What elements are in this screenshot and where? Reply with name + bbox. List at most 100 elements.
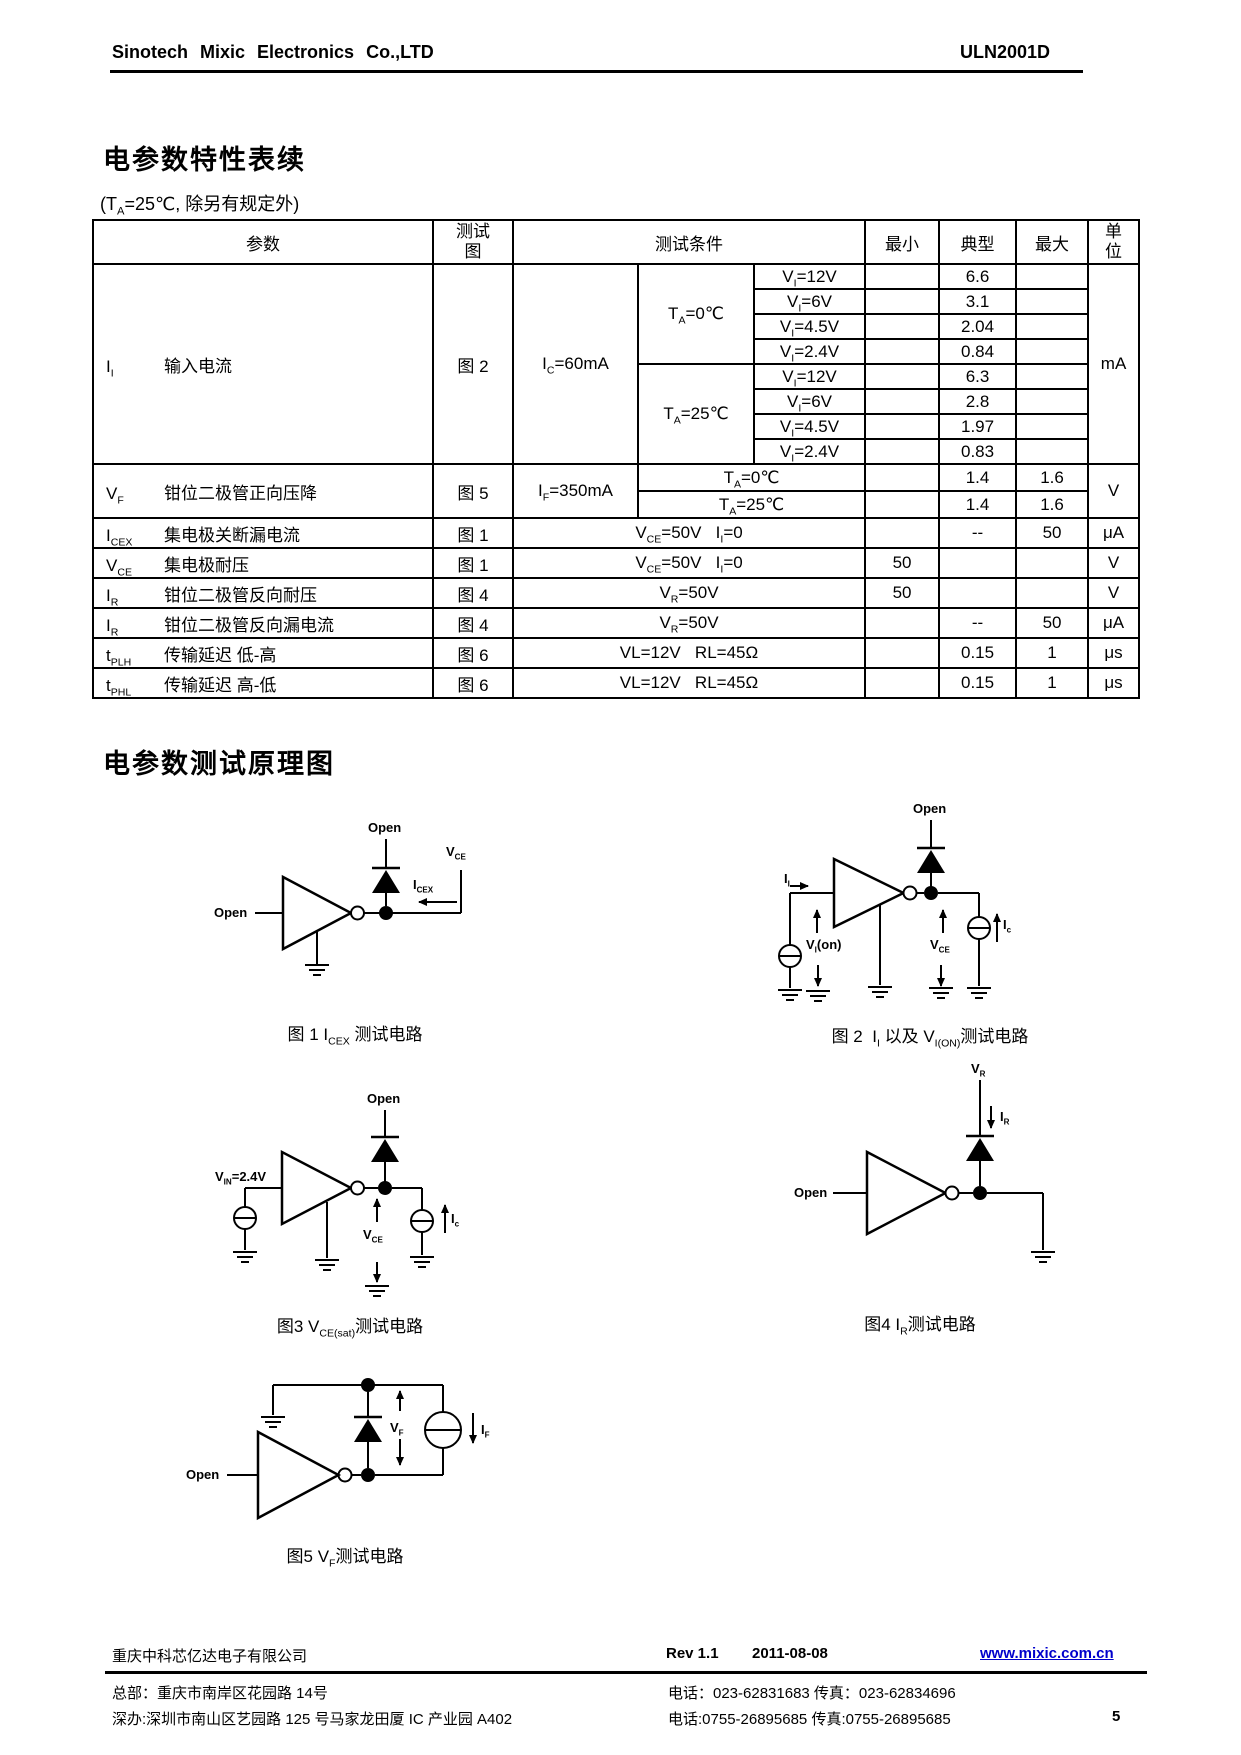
vce-label: VCE [930, 937, 950, 955]
inverter-triangle [832, 856, 907, 930]
min-cell [864, 263, 941, 290]
figure-caption: 图4 IR测试电路 [864, 1315, 976, 1338]
min-cell [864, 517, 941, 549]
inverter-bubble [902, 885, 918, 901]
node-dot-bottom [361, 1468, 375, 1482]
param-symbol: VF [106, 483, 124, 506]
diode-icon [354, 1419, 382, 1442]
param-cell: tPHL 传输延迟 高-低 [92, 667, 434, 699]
test-condition-note: (TA=25℃, 除另有规定外) [100, 194, 300, 218]
figure-caption: 图3 VCE(sat)测试电路 [276, 1317, 424, 1340]
temp-cell: TA=25℃ [637, 363, 755, 465]
typ-cell: 0.15 [938, 667, 1018, 699]
param-name: 集电极关断漏电流 [164, 525, 300, 545]
circuit-diagram [778, 820, 1001, 1002]
figure-2-ii-vion-circuit: Open II VI(on) VCE Ic 图 2 II 以及 VI(ON)测试… [770, 800, 1090, 1050]
min-cell [864, 607, 941, 639]
param-name: 钳位二极管正向压降 [164, 483, 317, 503]
footer-hq-phone: 电话：023-62831683 传真：023-62834696 [668, 1685, 956, 1702]
param-name: 输入电流 [164, 356, 232, 376]
footer-divider [105, 1671, 1147, 1674]
ir-label: IR [1000, 1109, 1010, 1127]
circuit-diagram [233, 1110, 449, 1297]
vin-label: VIN=2.4V [215, 1169, 267, 1187]
col-header-fig: 测试 图 [432, 219, 514, 265]
param-symbol: tPLH [106, 645, 132, 668]
typ-cell: 2.04 [938, 313, 1018, 340]
vce-label: VCE [446, 844, 466, 862]
vi-cell: VI=12V [752, 263, 867, 290]
param-name: 集电极耐压 [164, 555, 249, 575]
ic-label: Ic [451, 1211, 460, 1229]
temp-cell: TA=25℃ [636, 490, 867, 519]
footer-company: 重庆中科芯亿达电子有限公司 [112, 1648, 308, 1665]
typ-cell: 1.4 [938, 463, 1018, 492]
vi-cell: VI=2.4V [752, 338, 867, 365]
param-cell: VCE 集电极耐压 [92, 547, 434, 579]
figure-caption: 图 2 II 以及 VI(ON)测试电路 [831, 1027, 1029, 1050]
typ-cell: -- [938, 517, 1018, 549]
min-cell [864, 313, 941, 340]
unit-cell: V [1087, 547, 1141, 579]
section-title-parameters: 电参数特性表续 [103, 145, 306, 175]
max-cell: 1 [1015, 637, 1090, 669]
cond-cell: VCE=50V II=0 [511, 547, 867, 579]
max-cell [1015, 338, 1090, 365]
unit-cell: μs [1087, 667, 1141, 699]
typ-cell: -- [938, 607, 1018, 639]
open-input-label: Open [186, 1467, 220, 1482]
min-cell: 50 [864, 577, 941, 609]
typ-cell: 2.8 [938, 388, 1018, 415]
param-name: 传输延迟 高-低 [164, 675, 277, 695]
ground-icon [778, 986, 991, 1002]
col-header-unit: 单 位 [1087, 219, 1141, 265]
diode-icon [966, 1138, 994, 1161]
typ-cell: 1.97 [938, 413, 1018, 440]
vi-cell: VI=4.5V [752, 413, 867, 440]
param-cell: IR 钳位二极管反向耐压 [92, 577, 434, 609]
fig-ref-cell: 图 1 [432, 517, 514, 549]
footer-revision: Rev 1.1 [666, 1645, 719, 1662]
ground-icon [233, 1251, 434, 1297]
footer-sz-address: 深办:深圳市南山区艺园路 125 号马家龙田厦 IC 产业园 A402 [112, 1711, 513, 1728]
figure-caption: 图 1 ICEX 测试电路 [287, 1025, 423, 1048]
vf-label: VF [390, 1420, 404, 1438]
inverter-bubble [350, 905, 365, 921]
max-cell [1015, 577, 1090, 609]
min-cell [864, 388, 941, 415]
if-label: IF [481, 1422, 490, 1440]
param-symbol: VCE [106, 555, 132, 578]
input-wire [244, 1187, 282, 1207]
param-symbol: ICEX [106, 525, 133, 548]
min-cell [864, 338, 941, 365]
fig-ref-cell: 图 1 [432, 547, 514, 579]
param-name: 钳位二极管反向耐压 [164, 585, 317, 605]
fig-ref-cell: 图 6 [432, 637, 514, 669]
part-number: ULN2001D [960, 42, 1051, 62]
typ-cell: 0.83 [938, 438, 1018, 465]
min-cell: 50 [864, 547, 941, 579]
min-cell [864, 413, 941, 440]
typ-cell: 6.3 [938, 363, 1018, 390]
max-cell: 1.6 [1015, 463, 1090, 492]
ground-icon [1031, 1251, 1055, 1263]
max-cell [1015, 313, 1090, 340]
cond-cell: VR=50V [511, 607, 867, 639]
param-symbol: IR [106, 585, 119, 608]
footer-hq-address: 总部：重庆市南岸区花园路 14号 [112, 1685, 328, 1702]
param-symbol: tPHL [106, 675, 132, 698]
typ-cell: 3.1 [938, 288, 1018, 315]
unit-cell: V [1087, 463, 1141, 519]
max-cell [1015, 438, 1090, 465]
circuit-diagram [833, 1080, 1055, 1263]
max-cell [1015, 413, 1090, 440]
section-title-schematics: 电参数测试原理图 [103, 749, 335, 779]
rail-wires [272, 1384, 444, 1476]
website-link[interactable]: www.mixic.com.cn [980, 1645, 1114, 1662]
fig-ref-cell: 图 2 [432, 263, 514, 465]
typ-cell: 0.15 [938, 637, 1018, 669]
unit-cell: μA [1087, 517, 1141, 549]
figure-4-ir-circuit: VR IR Open 图4 IR测试电路 [750, 1060, 1090, 1338]
